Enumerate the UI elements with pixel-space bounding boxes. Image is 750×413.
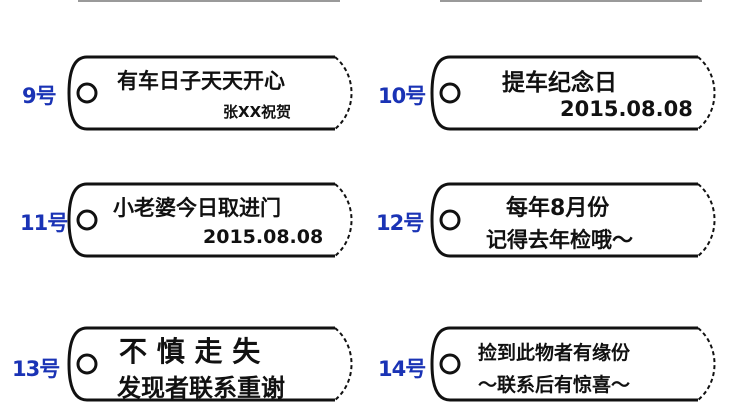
tag-outline [67,55,353,131]
tag-outline [67,182,353,258]
tag-outline [67,326,353,402]
tag-line-1: 每年8月份 [506,196,610,221]
tag-number: 12号 [376,211,424,235]
tag-outline [430,326,716,402]
tag-outline [430,55,716,131]
tag-line-1: 有车日子天天开心 [117,69,285,93]
tag-line-2: 发现者联系重谢 [117,374,285,402]
key-hole-icon [439,82,461,104]
tag-line-2: 记得去年检哦～ [486,228,633,252]
tag-line-1: 提车纪念日 [502,70,617,96]
key-tag-12: 每年8月份 记得去年检哦～ [420,182,720,258]
top-divider-right [440,0,702,2]
tag-line-2: 2015.08.08 [560,97,693,121]
key-hole-icon [439,353,461,375]
tag-number: 13号 [12,357,60,381]
tag-number: 14号 [378,357,426,381]
tag-number: 11号 [20,211,68,235]
tag-line-1: 不 慎 走 失 [119,335,261,368]
key-hole-icon [439,209,461,231]
key-tag-10: 提车纪念日 2015.08.08 [420,55,720,131]
key-tag-11: 小老婆今日取进门 2015.08.08 [57,182,357,258]
tag-line-2: 张XX祝贺 [223,103,292,121]
key-tag-13: 不 慎 走 失 发现者联系重谢 [57,326,357,402]
key-hole-icon [76,82,98,104]
tag-outline [430,182,716,258]
tag-line-1: 小老婆今日取进门 [113,196,281,220]
tag-line-1: 捡到此物者有缘份 [478,342,631,364]
key-tag-14: 捡到此物者有缘份 ～联系后有惊喜～ [420,326,720,402]
tag-number: 9号 [22,84,57,108]
tag-line-2: 2015.08.08 [203,226,324,248]
top-divider-left [78,0,340,2]
key-hole-icon [76,209,98,231]
tag-number: 10号 [378,84,426,108]
tag-line-2: ～联系后有惊喜～ [478,374,631,396]
key-tag-9: 有车日子天天开心 张XX祝贺 [57,55,357,131]
key-hole-icon [76,353,98,375]
